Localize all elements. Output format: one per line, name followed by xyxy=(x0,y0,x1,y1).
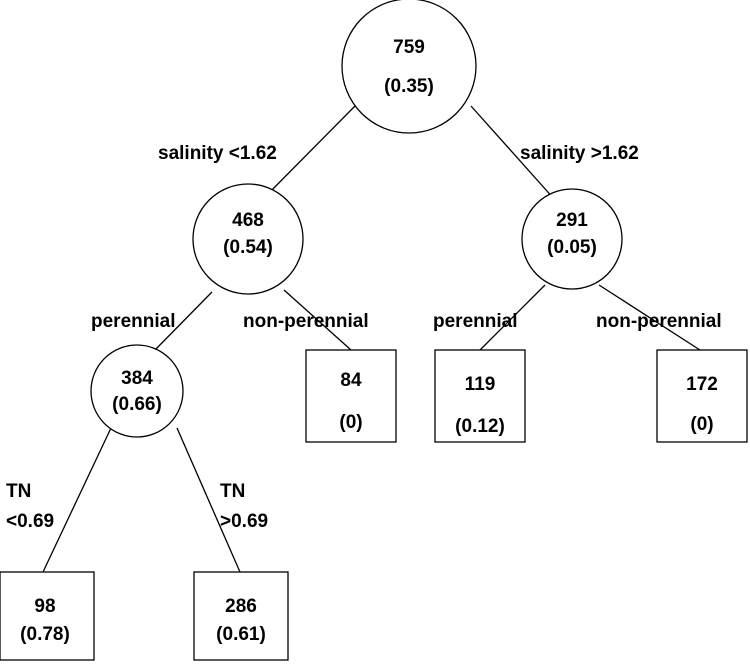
node-468-proportion: (0.54) xyxy=(223,237,273,258)
split-label-nonperennial-right: non-perennial xyxy=(596,311,722,332)
leaf-119-proportion: (0.12) xyxy=(455,416,505,437)
tree-edges xyxy=(42,105,701,573)
split-label-salinity-high: salinity >1.62 xyxy=(520,143,639,164)
leaf-172: 172 (0) xyxy=(656,349,748,443)
leaf-98-count: 98 xyxy=(34,596,55,617)
edge-468-nonperennial xyxy=(283,289,352,351)
split-label-nonperennial-left: non-perennial xyxy=(243,311,369,332)
leaf-84-proportion: (0) xyxy=(339,412,362,433)
node-384-proportion: (0.66) xyxy=(112,394,162,415)
node-291-count: 291 xyxy=(556,210,588,231)
leaf-98: 98 (0.78) xyxy=(0,571,95,661)
leaf-84-count: 84 xyxy=(340,370,362,391)
leaf-172-box xyxy=(656,349,748,443)
node-468-circle xyxy=(192,183,304,295)
leaf-172-proportion: (0) xyxy=(690,414,713,435)
node-root-proportion: (0.35) xyxy=(384,76,434,97)
node-384: 384 (0.66) xyxy=(90,344,184,438)
edge-root-left xyxy=(261,105,356,201)
leaf-172-count: 172 xyxy=(686,374,718,395)
split-label-tn-high-line1: TN xyxy=(220,481,245,502)
node-468-count: 468 xyxy=(232,210,264,231)
node-291-proportion: (0.05) xyxy=(547,237,597,258)
leaf-286-count: 286 xyxy=(225,596,257,617)
leaf-98-box xyxy=(0,571,95,661)
edge-384-tn-high xyxy=(176,427,241,573)
split-label-salinity-low: salinity <1.62 xyxy=(158,143,277,164)
edge-291-perennial xyxy=(479,284,546,351)
node-root-count: 759 xyxy=(393,37,425,58)
edge-291-nonperennial xyxy=(598,284,701,351)
split-label-tn-high-line2: >0.69 xyxy=(220,511,268,532)
leaf-286: 286 (0.61) xyxy=(193,571,289,661)
leaf-286-proportion: (0.61) xyxy=(216,624,266,645)
node-384-count: 384 xyxy=(121,368,153,389)
leaf-119-box xyxy=(434,349,526,443)
split-label-tn-low-line2: <0.69 xyxy=(6,511,54,532)
leaf-286-box xyxy=(193,571,289,661)
leaf-119-count: 119 xyxy=(465,374,496,395)
leaf-98-proportion: (0.78) xyxy=(20,624,70,645)
leaf-84-box xyxy=(305,349,397,443)
split-label-tn-low-line1: TN xyxy=(6,481,31,502)
node-291-circle xyxy=(521,188,623,290)
leaf-84: 84 (0) xyxy=(305,349,397,443)
edge-384-tn-low xyxy=(42,427,112,573)
edge-root-right xyxy=(470,105,556,201)
leaf-119: 119 (0.12) xyxy=(434,349,526,443)
edge-468-perennial xyxy=(152,291,213,353)
node-468: 468 (0.54) xyxy=(192,183,304,295)
node-291: 291 (0.05) xyxy=(521,188,623,290)
node-root: 759 (0.35) xyxy=(341,0,477,134)
split-label-perennial-right: perennial xyxy=(433,311,517,332)
node-root-circle xyxy=(341,0,477,134)
node-384-circle xyxy=(90,344,184,438)
split-labels: salinity <1.62 salinity >1.62 perennial … xyxy=(6,143,722,532)
split-label-perennial-left: perennial xyxy=(91,311,175,332)
